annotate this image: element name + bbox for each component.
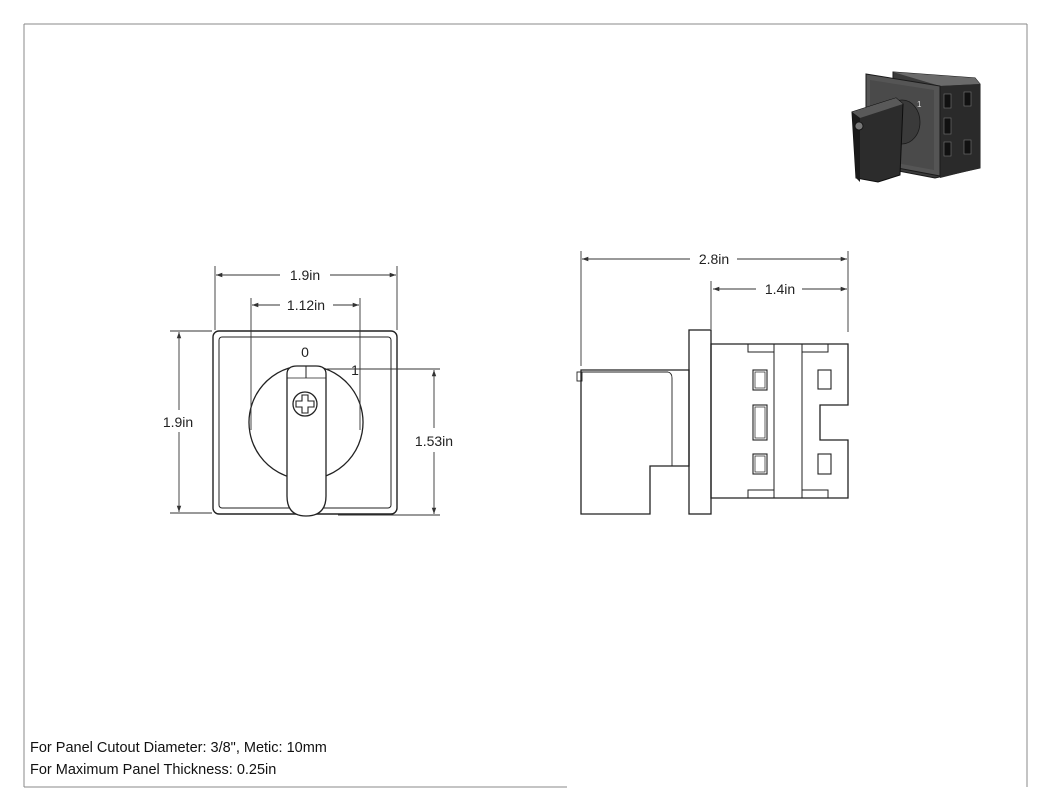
handle-height-label: 1.53in: [415, 433, 453, 449]
product-render: 1: [851, 71, 981, 183]
knob-width-label: 1.12in: [287, 297, 325, 313]
dimension-handle-height: [327, 368, 440, 516]
dimension-front-width: [214, 266, 398, 330]
dimension-knob-width: [250, 298, 361, 430]
side-view: [576, 329, 849, 515]
panel-thickness-note: For Maximum Panel Thickness: 0.25in: [30, 762, 277, 778]
front-width-label: 1.9in: [290, 267, 320, 283]
position-label-off: 0: [301, 344, 309, 360]
screw-icon: [292, 391, 318, 417]
side-body: [710, 343, 849, 499]
svg-text:1: 1: [917, 100, 922, 109]
dimension-body-length: [710, 281, 847, 329]
front-height-label: 1.9in: [163, 414, 193, 430]
body-length-label: 1.4in: [765, 281, 795, 297]
front-view: 0 1 1.9in 1.12in 1.9in: [163, 266, 453, 517]
side-panel-flange: [688, 329, 712, 515]
sheet-border: [23, 23, 1028, 788]
overall-length-label: 2.8in: [699, 251, 729, 267]
position-label-on: 1: [351, 362, 359, 378]
dimension-front-height: [170, 330, 212, 514]
side-handle: [580, 369, 690, 515]
dimension-overall-length: [580, 251, 849, 366]
switch-handle: [286, 365, 327, 517]
panel-cutout-note: For Panel Cutout Diameter: 3/8", Metic: …: [30, 740, 327, 756]
